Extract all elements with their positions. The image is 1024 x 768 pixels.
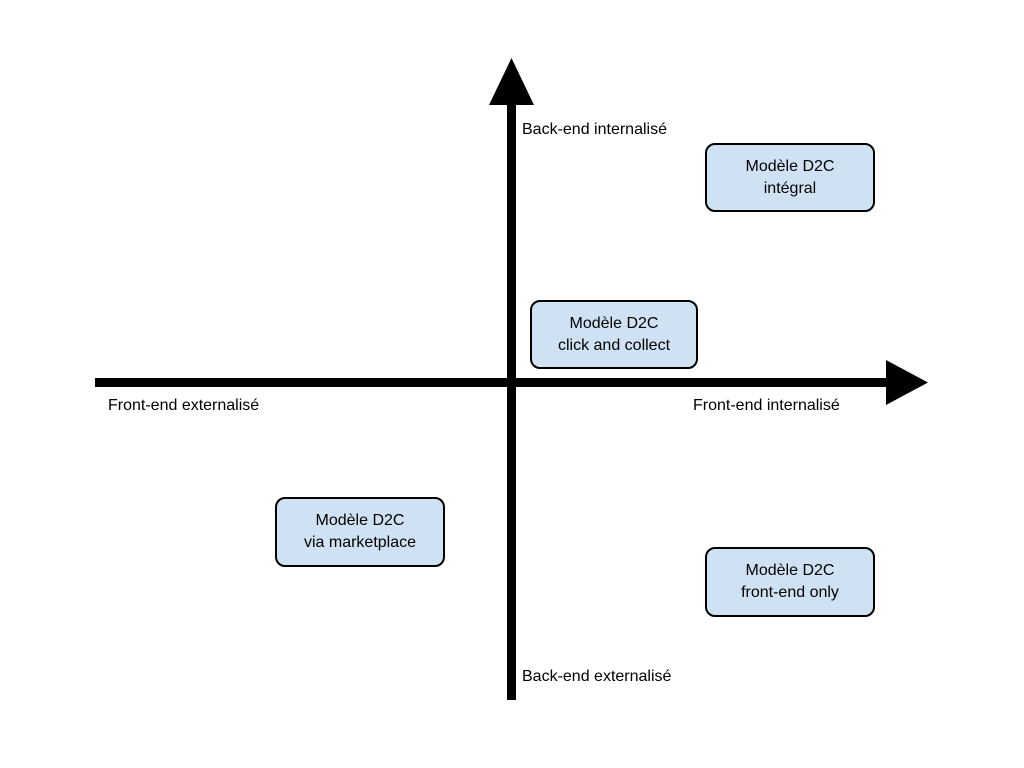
box-text-line1: Modèle D2C <box>569 314 659 332</box>
box-modele-d2c-integral-text: Modèle D2C intégral <box>746 156 835 200</box>
box-modele-d2c-integral: Modèle D2C intégral <box>705 143 875 212</box>
box-modele-d2c-front-end-only-text: Modèle D2C front-end only <box>741 560 839 604</box>
x-axis-arrowhead-icon <box>886 360 928 405</box>
x-axis-positive-label: Front-end internalisé <box>693 397 840 414</box>
box-text-line2: front-end only <box>741 584 839 601</box>
y-axis-line <box>507 98 516 700</box>
y-axis-positive-label: Back-end internalisé <box>522 121 667 138</box>
box-text-line1: Modèle D2C <box>745 562 835 579</box>
box-text-line2: click and collect <box>557 336 671 354</box>
x-axis-negative-label: Front-end externalisé <box>108 397 260 414</box>
box-modele-d2c-via-marketplace: Modèle D2C via marketplace <box>275 497 445 567</box>
box-modele-d2c-click-and-collect: Modèle D2C click and collect <box>530 300 698 369</box>
box-text-line1: Modèle D2C <box>745 157 835 175</box>
box-modele-d2c-via-marketplace-text: Modèle D2C via marketplace <box>304 510 416 554</box>
box-text-line2: via marketplace <box>303 534 417 551</box>
y-axis-arrowhead-icon <box>489 58 534 105</box>
box-text-line2: intégral <box>763 179 817 197</box>
box-modele-d2c-front-end-only: Modèle D2C front-end only <box>705 547 875 617</box>
box-modele-d2c-click-and-collect-text: Modèle D2C click and collect <box>558 313 670 357</box>
box-text-line1: Modèle D2C <box>315 512 405 529</box>
x-axis-line <box>95 378 890 387</box>
y-axis-negative-label: Back-end externalisé <box>522 668 672 685</box>
